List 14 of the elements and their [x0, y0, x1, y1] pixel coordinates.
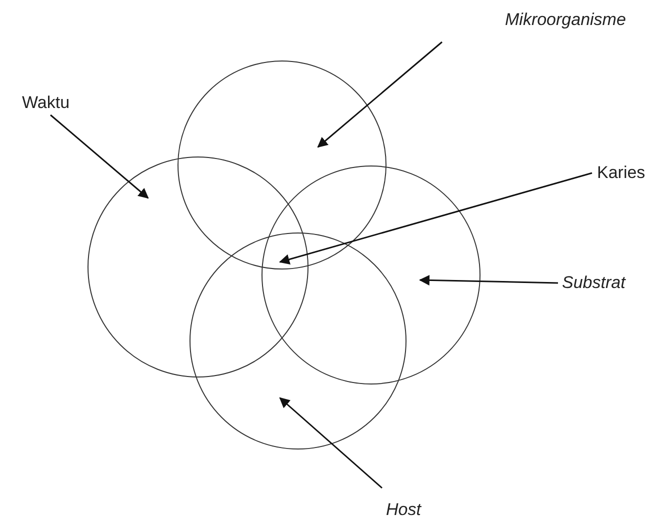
leader-line	[418, 274, 558, 286]
label-text: Host	[386, 500, 421, 518]
label-text: Mikroorganisme	[505, 10, 626, 30]
leader-line	[317, 41, 442, 148]
circle	[262, 166, 480, 384]
label-text: Karies	[597, 163, 646, 183]
leader-line	[279, 397, 382, 489]
label-text: Waktu	[22, 93, 70, 113]
circle	[190, 232, 406, 450]
circle	[178, 60, 386, 270]
leader-line	[279, 172, 592, 264]
leader-line	[50, 114, 149, 199]
label-text: Substrat	[562, 273, 626, 293]
circle	[88, 156, 308, 378]
